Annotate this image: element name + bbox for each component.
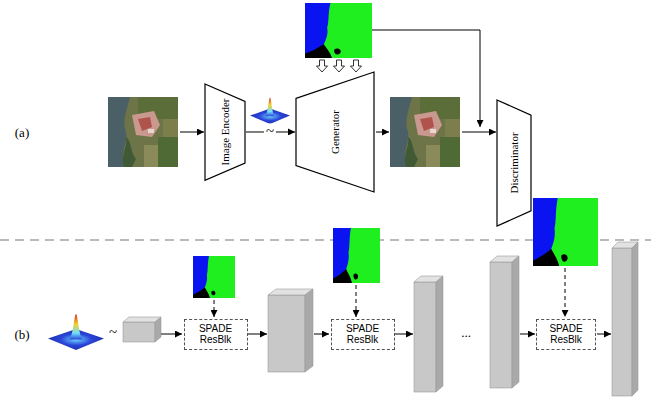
feature-block xyxy=(490,256,519,388)
feature-block xyxy=(612,242,638,396)
spade-resblock: SPADE ResBlk xyxy=(331,319,395,350)
arrow xyxy=(180,132,204,133)
segmentation-map xyxy=(533,198,598,266)
spade-resblock: SPADE ResBlk xyxy=(184,319,248,350)
block-front xyxy=(414,282,436,392)
hollow-arrow xyxy=(334,60,345,72)
hollow-arrow xyxy=(351,60,362,72)
gaussian-icon xyxy=(48,314,104,350)
block-side xyxy=(436,276,443,392)
block-side xyxy=(155,317,161,342)
ellipsis: ... xyxy=(461,326,471,339)
input-image xyxy=(108,97,178,167)
block-label: SPADE ResBlk xyxy=(541,323,591,346)
segmentation-map xyxy=(193,256,235,298)
block-side xyxy=(305,289,313,372)
block-front xyxy=(268,295,305,372)
block-label: Generator xyxy=(329,110,341,154)
arrow xyxy=(395,334,413,335)
arrow xyxy=(597,334,611,335)
sampling-symbol: ~ xyxy=(264,124,276,139)
panel-label: (b) xyxy=(14,328,29,341)
arrow xyxy=(314,334,329,335)
condition-arrow xyxy=(372,30,480,127)
dashed-arrow xyxy=(565,268,566,317)
output-image xyxy=(390,97,460,167)
block-side xyxy=(632,242,638,396)
arrow xyxy=(248,334,267,335)
generator-trapezoid: Generator xyxy=(296,72,374,192)
sampling-symbol: ~ xyxy=(109,325,117,340)
dashed-arrow xyxy=(214,300,215,317)
discriminator-trapezoid: Discriminator xyxy=(497,100,531,226)
gaussian-icon xyxy=(250,97,290,124)
block-label: SPADE ResBlk xyxy=(189,323,243,346)
feature-block xyxy=(268,289,313,372)
trapezoid-outline xyxy=(497,100,531,226)
block-label: SPADE ResBlk xyxy=(336,323,390,346)
block-label: Image Encoder xyxy=(219,99,231,166)
arrow xyxy=(376,132,389,133)
trapezoid-outline xyxy=(205,84,245,180)
block-front xyxy=(612,248,632,396)
dashed-arrow xyxy=(356,285,357,317)
trapezoid-outline xyxy=(296,72,374,192)
feature-block xyxy=(123,317,161,342)
arrow xyxy=(520,334,535,335)
block-front xyxy=(490,262,512,388)
block-front xyxy=(123,322,155,342)
spade-resblock: SPADE ResBlk xyxy=(536,319,596,350)
segmentation-map xyxy=(333,228,380,283)
hollow-arrow xyxy=(317,60,328,72)
block-top xyxy=(123,317,161,322)
arrow xyxy=(462,132,496,133)
block-side xyxy=(512,256,519,388)
encoder-trapezoid: Image Encoder xyxy=(205,84,245,180)
feature-block xyxy=(414,276,443,392)
block-label: Discriminator xyxy=(508,132,520,193)
segmentation-map xyxy=(305,3,372,58)
arrow xyxy=(161,334,182,335)
panel-label: (a) xyxy=(15,126,29,139)
